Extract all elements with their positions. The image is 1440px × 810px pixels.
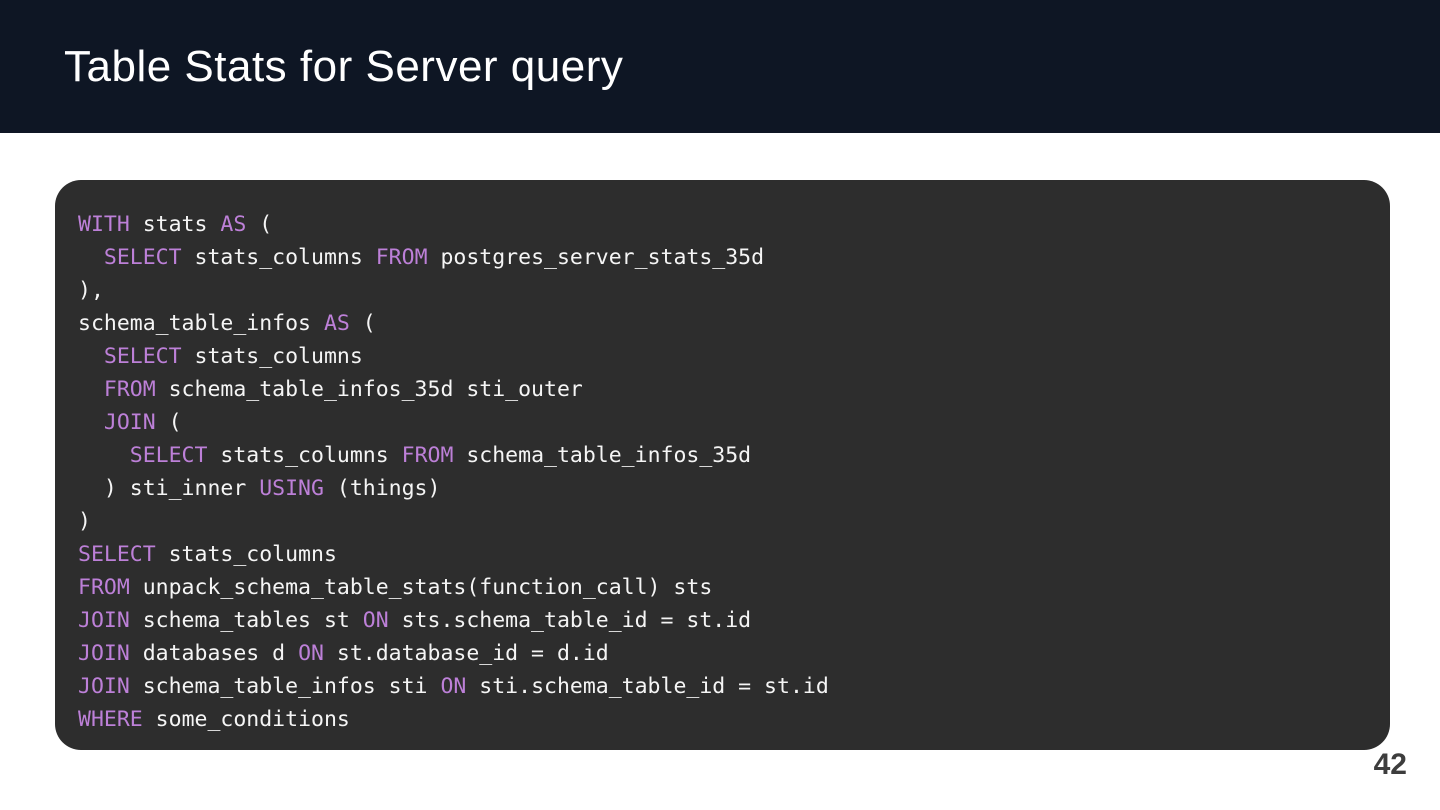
sql-plain-token: ( xyxy=(246,212,273,237)
sql-keyword-token: AS xyxy=(323,311,350,336)
sql-plain-token: postgres_server_stats_35d xyxy=(427,245,765,270)
sql-plain-token xyxy=(78,344,104,369)
sql-keyword-token: SELECT xyxy=(78,542,156,567)
code-line: SELECT stats_columns FROM postgres_serve… xyxy=(78,241,1366,274)
sql-keyword-token: ON xyxy=(362,608,389,633)
sql-keyword-token: FROM xyxy=(401,443,454,468)
sql-plain-token: stats xyxy=(129,212,221,237)
sql-plain-token: unpack_schema_table_stats(function_call)… xyxy=(129,575,713,600)
sql-plain-token: ) sti_inner xyxy=(78,476,260,501)
code-line: WHERE some_conditions xyxy=(78,703,1366,736)
sql-keyword-token: ON xyxy=(440,674,467,699)
code-line: WITH stats AS ( xyxy=(78,208,1366,241)
code-line: ) xyxy=(78,505,1366,538)
slide-header: Table Stats for Server query xyxy=(0,0,1440,133)
sql-plain-token: schema_table_infos_35d sti_outer xyxy=(155,377,583,402)
sql-keyword-token: JOIN xyxy=(103,410,156,435)
code-line: schema_table_infos AS ( xyxy=(78,307,1366,340)
sql-plain-token xyxy=(78,443,130,468)
sql-keyword-token: FROM xyxy=(375,245,428,270)
sql-keyword-token: WHERE xyxy=(78,707,143,732)
sql-keyword-token: ON xyxy=(298,641,324,666)
code-line: JOIN ( xyxy=(78,406,1366,439)
sql-plain-token: ( xyxy=(155,410,182,435)
sql-keyword-token: JOIN xyxy=(78,608,130,633)
sql-code-block: WITH stats AS ( SELECT stats_columns FRO… xyxy=(55,180,1390,750)
sql-plain-token: stats_columns xyxy=(155,542,337,567)
sql-plain-token xyxy=(78,410,104,435)
code-line: JOIN schema_table_infos sti ON sti.schem… xyxy=(78,670,1366,703)
sql-plain-token: stats_columns xyxy=(181,245,376,270)
code-line: SELECT stats_columns xyxy=(78,340,1366,373)
code-line: FROM schema_table_infos_35d sti_outer xyxy=(78,373,1366,406)
sql-keyword-token: JOIN xyxy=(78,641,130,666)
sql-plain-token: ( xyxy=(349,311,376,336)
sql-plain-token: schema_table_infos_35d xyxy=(453,443,752,468)
sql-keyword-token: FROM xyxy=(103,377,156,402)
sql-plain-token xyxy=(78,245,104,270)
sql-plain-token: schema_tables st xyxy=(129,608,363,633)
code-line: ), xyxy=(78,274,1366,307)
sql-plain-token: schema_table_infos sti xyxy=(129,674,441,699)
sql-plain-token: ) xyxy=(78,509,91,534)
sql-keyword-token: JOIN xyxy=(78,674,130,699)
sql-plain-token: stats_columns xyxy=(181,344,363,369)
sql-plain-token: sts.schema_table_id = st.id xyxy=(388,608,752,633)
code-line: FROM unpack_schema_table_stats(function_… xyxy=(78,571,1366,604)
sql-plain-token: stats_columns xyxy=(207,443,402,468)
sql-keyword-token: SELECT xyxy=(129,443,208,468)
code-line: ) sti_inner USING (things) xyxy=(78,472,1366,505)
sql-plain-token: ), xyxy=(78,278,104,303)
sql-keyword-token: SELECT xyxy=(103,344,182,369)
sql-keyword-token: FROM xyxy=(78,575,130,600)
code-line: SELECT stats_columns xyxy=(78,538,1366,571)
slide-title: Table Stats for Server query xyxy=(64,41,624,91)
code-line: SELECT stats_columns FROM schema_table_i… xyxy=(78,439,1366,472)
sql-keyword-token: WITH xyxy=(78,212,130,237)
sql-plain-token xyxy=(78,377,104,402)
sql-plain-token: st.database_id = d.id xyxy=(323,641,609,666)
sql-keyword-token: AS xyxy=(220,212,247,237)
sql-plain-token: schema_table_infos xyxy=(78,311,324,336)
code-line: JOIN databases d ON st.database_id = d.i… xyxy=(78,637,1366,670)
sql-plain-token: sti.schema_table_id = st.id xyxy=(466,674,829,699)
sql-keyword-token: USING xyxy=(259,476,324,501)
sql-plain-token: some_conditions xyxy=(142,707,350,732)
code-line: JOIN schema_tables st ON sts.schema_tabl… xyxy=(78,604,1366,637)
page-number: 42 xyxy=(1373,748,1407,781)
sql-keyword-token: SELECT xyxy=(103,245,182,270)
sql-plain-token: databases d xyxy=(129,641,299,666)
sql-plain-token: (things) xyxy=(323,476,441,501)
